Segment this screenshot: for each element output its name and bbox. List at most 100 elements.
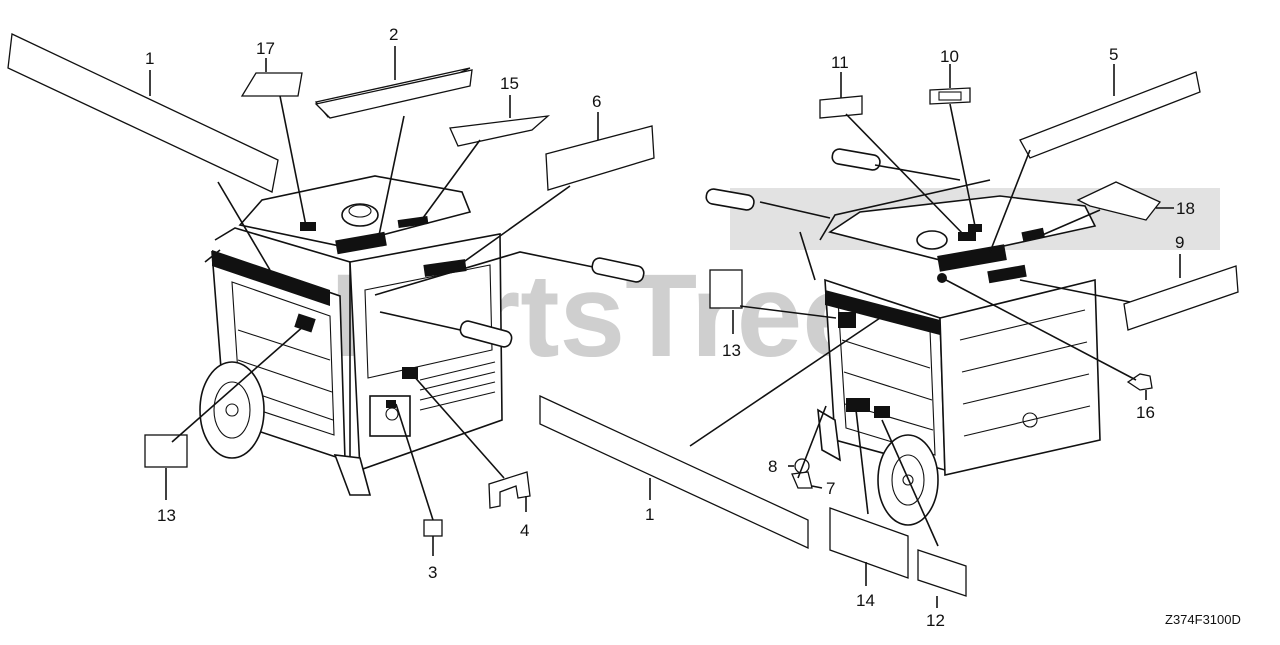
decal-12-right — [874, 406, 890, 418]
label-7 — [791, 471, 813, 489]
label-15 — [449, 115, 551, 147]
decal-5-right — [937, 244, 1007, 272]
decal-15-left — [397, 215, 429, 229]
leader-1a — [217, 181, 271, 271]
right-wheel-hub — [902, 474, 914, 486]
generator-right — [705, 148, 1220, 526]
callout-10: 10 — [940, 47, 959, 66]
right-wheel-rim — [891, 454, 925, 506]
left-handle-bar — [374, 251, 599, 296]
leader-11 — [845, 113, 966, 237]
leader-2 — [377, 115, 405, 241]
callout-14: 14 — [856, 591, 875, 610]
label-16 — [1126, 373, 1153, 391]
decal-2-left — [335, 231, 387, 255]
left-wheel-hub — [225, 403, 239, 417]
label-10-inner — [938, 91, 962, 101]
right-handle-post — [799, 231, 816, 281]
callout-8: 8 — [768, 457, 777, 476]
leader-12 — [881, 419, 939, 547]
label-13-left — [144, 434, 188, 468]
right-fuel-cap — [916, 230, 948, 250]
leader-4 — [411, 373, 505, 479]
leader-10 — [949, 103, 976, 227]
label-9 — [1123, 265, 1239, 331]
right-side-rib-1 — [959, 309, 1086, 341]
label-10 — [929, 87, 971, 105]
leader-15 — [419, 139, 481, 223]
label-14 — [829, 507, 909, 579]
label-12 — [917, 549, 967, 597]
callout-11: 11 — [831, 53, 849, 72]
label-2-body — [314, 69, 473, 119]
decal-13-right — [838, 312, 856, 328]
label-5 — [1019, 71, 1201, 159]
left-wheel — [199, 361, 265, 459]
left-vent-4 — [419, 391, 496, 411]
callout-16: 16 — [1136, 403, 1155, 422]
leader-lines — [149, 46, 1181, 608]
generator-left — [199, 175, 645, 496]
right-foot — [817, 408, 841, 462]
left-foot — [333, 454, 372, 496]
right-grille-line-2 — [843, 371, 933, 401]
right-grille-line-1 — [841, 339, 931, 369]
decal-6-left — [423, 259, 467, 277]
leader-9 — [1019, 279, 1131, 303]
callout-12: 12 — [926, 611, 945, 630]
decal-18-right — [1021, 227, 1045, 242]
callout-2: 2 — [389, 25, 398, 44]
left-wheel-rim — [213, 381, 251, 439]
left-fuel-cap — [341, 203, 379, 227]
left-grille-line-1 — [237, 329, 331, 361]
label-18 — [1076, 181, 1162, 221]
decal-11-right — [958, 232, 976, 241]
callout-1-right: 1 — [645, 505, 654, 524]
right-side-bolt — [1022, 412, 1038, 428]
callout-9: 9 — [1175, 233, 1184, 252]
decal-13-left — [294, 313, 316, 333]
right-handle-upper — [759, 201, 831, 219]
callout-15: 15 — [500, 74, 519, 93]
callout-5: 5 — [1109, 45, 1118, 64]
callout-1-left: 1 — [145, 49, 154, 68]
decal-1-right — [825, 290, 940, 335]
decal-16-right — [937, 273, 947, 283]
leader-3 — [395, 403, 434, 521]
right-side-panel — [939, 278, 1101, 476]
left-handle-grip — [591, 257, 645, 283]
leader-13b — [739, 305, 837, 319]
leader-7 — [797, 405, 827, 479]
right-side-rib-3 — [962, 373, 1090, 405]
right-handle-grip — [705, 188, 755, 211]
decal-9-right — [987, 264, 1027, 284]
label-6 — [545, 125, 655, 191]
leader-5 — [989, 149, 1031, 253]
decal-3-left — [386, 400, 396, 408]
label-4 — [488, 471, 531, 509]
leader-17 — [279, 95, 307, 227]
left-handle-grip-2 — [459, 320, 513, 348]
leader-16 — [945, 279, 1137, 381]
right-frame-rail — [819, 179, 991, 241]
left-grille-line-2 — [237, 359, 333, 393]
leader-13a — [171, 324, 306, 443]
label-11 — [819, 95, 863, 119]
callout-3: 3 — [428, 563, 437, 582]
left-vent-1 — [419, 361, 496, 381]
label-1-right — [539, 394, 809, 550]
leader-6 — [457, 185, 571, 267]
right-side-rib-4 — [963, 405, 1091, 437]
decal-14-right — [846, 398, 870, 412]
decal-1-left — [212, 250, 330, 306]
callout-7: 7 — [826, 479, 835, 498]
decal-17-left — [300, 222, 316, 231]
callout-13-left: 13 — [157, 506, 176, 525]
leader-14 — [855, 409, 869, 515]
callout-4: 4 — [520, 521, 529, 540]
callout-13-right: 13 — [722, 341, 741, 360]
right-handle-grip-2 — [831, 148, 881, 171]
label-1-left — [7, 33, 279, 193]
